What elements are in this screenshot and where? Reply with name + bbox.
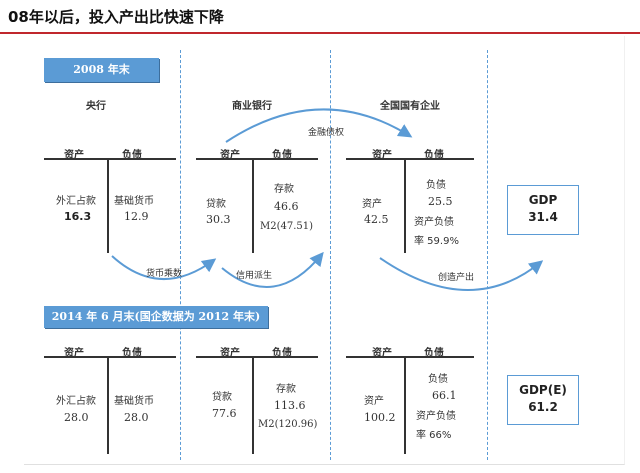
soe-asset-value: 42.5 — [364, 213, 389, 226]
cb-liab-header: 负债 — [122, 150, 142, 161]
separator-3 — [487, 50, 488, 460]
soe-asset-label-2014: 资产 — [364, 396, 384, 407]
bank-liab-header-2014: 负债 — [272, 348, 292, 359]
cb-asset-label: 外汇占款 — [56, 196, 96, 207]
bank-liab-header: 负债 — [272, 150, 292, 161]
bank-asset-label: 贷款 — [206, 199, 226, 210]
col-title-central-bank: 央行 — [86, 101, 106, 112]
bank-taccount-vline-2014 — [252, 356, 254, 454]
banner-2008: 2008 年末 — [44, 58, 159, 82]
cb-taccount-hline-2014 — [44, 356, 176, 358]
bank-asset-value: 30.3 — [206, 213, 231, 226]
financial-claim-label: 金融债权 — [308, 128, 345, 138]
money-multiplier-arrow — [111, 255, 217, 280]
gdp-box-2008: GDP 31.4 — [507, 185, 579, 235]
cb-taccount-hline — [44, 158, 176, 160]
bank-m2-value-2014: M2(120.96) — [258, 419, 318, 430]
bank-asset-label-2014: 贷款 — [212, 392, 232, 403]
soe-ratio-line1: 资产负债 — [414, 217, 454, 228]
col-title-soe: 全国国有企业 — [380, 101, 440, 112]
cb-liab-label-2014: 基础货币 — [114, 396, 154, 407]
credit-derivation-arrow — [221, 251, 324, 288]
diagram-frame — [24, 36, 625, 465]
soe-asset-header-2014: 资产 — [372, 348, 392, 359]
bank-m2-value: M2(47.51) — [260, 221, 314, 232]
gdp-label: GDP — [528, 193, 558, 207]
soe-ratio-line1-2014: 资产负债 — [416, 411, 456, 422]
cb-liab-label: 基础货币 — [114, 196, 154, 207]
soe-taccount-vline-2014 — [404, 356, 406, 454]
credit-derivation-label: 信用派生 — [236, 271, 273, 281]
gdp-value-2014: 61.2 — [528, 400, 558, 414]
bank-asset-header: 资产 — [220, 150, 240, 161]
money-multiplier-label: 货币乘数 — [146, 269, 183, 279]
soe-taccount-hline — [346, 158, 474, 160]
soe-liab-header-2014: 负债 — [424, 348, 444, 359]
bank-asset-value-2014: 77.6 — [212, 407, 237, 420]
cb-taccount-vline-2014 — [107, 356, 109, 454]
soe-liab-value: 25.5 — [428, 195, 453, 208]
gdp-value: 31.4 — [528, 210, 558, 224]
gdp-box-2014: GDP(E) 61.2 — [507, 375, 579, 425]
col-title-commercial-bank: 商业银行 — [232, 101, 272, 112]
soe-asset-label: 资产 — [362, 199, 382, 210]
cb-asset-header-2014: 资产 — [64, 348, 84, 359]
bank-taccount-hline-2014 — [196, 356, 318, 358]
soe-liab-header: 负债 — [424, 150, 444, 161]
financial-claim-arrow — [225, 108, 413, 143]
bank-liab-label-2014: 存款 — [276, 384, 296, 395]
create-output-label: 创造产出 — [438, 273, 475, 283]
soe-asset-value-2014: 100.2 — [364, 411, 396, 424]
soe-liab-label: 负债 — [426, 180, 446, 191]
soe-liab-value-2014: 66.1 — [432, 389, 457, 402]
separator-1 — [180, 50, 181, 460]
bank-asset-header-2014: 资产 — [220, 348, 240, 359]
soe-taccount-vline — [404, 158, 406, 253]
title-underline — [0, 32, 640, 34]
cb-liab-value: 12.9 — [124, 210, 149, 223]
cb-taccount-vline — [107, 158, 109, 253]
bank-liab-value-2014: 113.6 — [274, 399, 306, 412]
cb-liab-value-2014: 28.0 — [124, 411, 149, 424]
cb-liab-header-2014: 负债 — [122, 348, 142, 359]
bank-liab-value: 46.6 — [274, 200, 299, 213]
bank-taccount-vline — [252, 158, 254, 253]
bank-taccount-hline — [196, 158, 318, 160]
separator-2 — [330, 50, 331, 460]
cb-asset-header: 资产 — [64, 150, 84, 161]
soe-asset-header: 资产 — [372, 150, 392, 161]
create-output-arrow — [379, 257, 544, 291]
soe-ratio-line2-2014: 率 66% — [416, 430, 452, 441]
cb-asset-value: 16.3 — [64, 210, 92, 223]
soe-liab-label-2014: 负债 — [428, 374, 448, 385]
banner-2014: 2014 年 6 月末(国企数据为 2012 年末) — [44, 306, 268, 328]
cb-asset-value-2014: 28.0 — [64, 411, 89, 424]
page-title: 08年以后，投入产出比快速下降 — [8, 8, 224, 26]
soe-taccount-hline-2014 — [346, 356, 474, 358]
soe-ratio-line2: 率 59.9% — [414, 236, 459, 247]
cb-asset-label-2014: 外汇占款 — [56, 396, 96, 407]
gdp-label-2014: GDP(E) — [519, 383, 567, 397]
bank-liab-label: 存款 — [274, 184, 294, 195]
